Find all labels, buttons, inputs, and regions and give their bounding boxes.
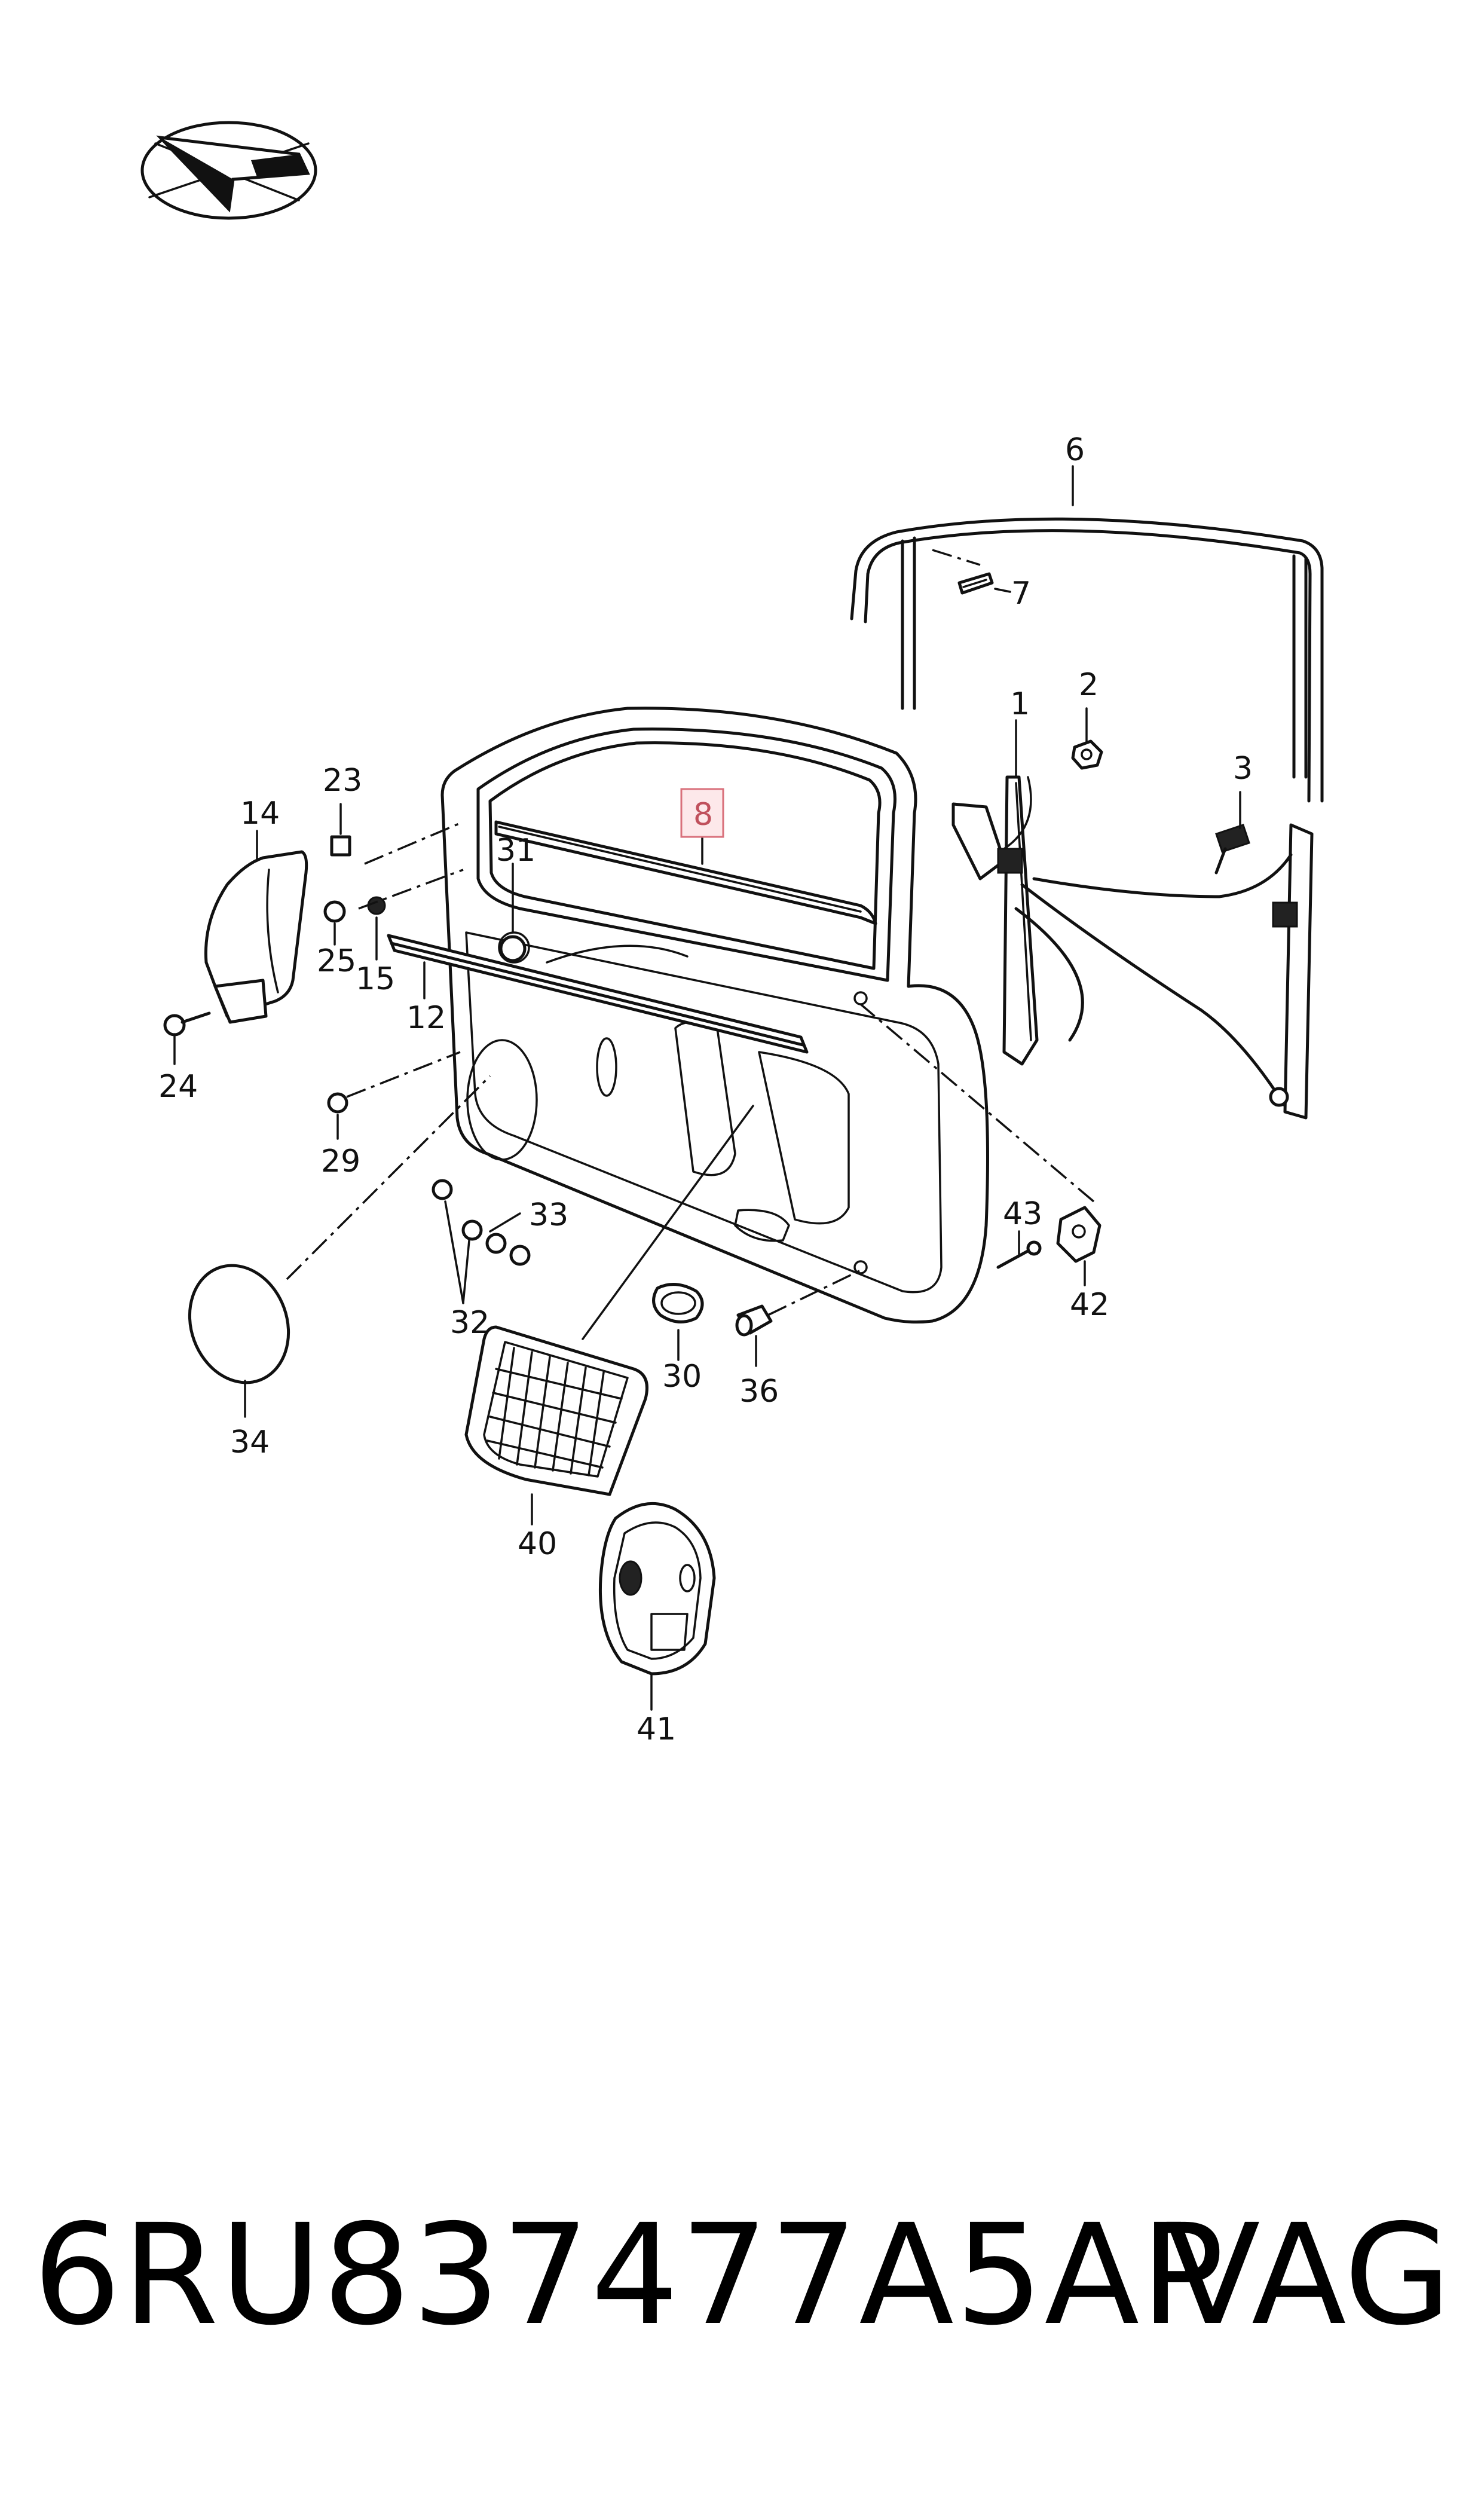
outer-seal-12-part (387, 934, 809, 1054)
callout-1: 1 (1010, 686, 1030, 722)
window-seal-8-part (494, 820, 877, 925)
grommet-30-part (652, 1283, 704, 1361)
callout-31: 31 (496, 833, 536, 869)
fastener-15-part (367, 896, 386, 961)
callout-15: 15 (356, 961, 395, 997)
callout-32: 32 (450, 1305, 489, 1341)
plug-31-part (499, 863, 527, 962)
plugs-32-33-part (432, 1179, 531, 1304)
fastener-23-part (330, 803, 351, 857)
plug-36-part (735, 1269, 861, 1367)
callout-36: 36 (739, 1374, 779, 1410)
callout-33: 33 (529, 1197, 568, 1233)
screw-24-part (163, 1011, 211, 1065)
bracket-42-part (859, 1003, 1101, 1286)
fastener-25-part (323, 900, 346, 946)
callout-8-highlight[interactable]: 8 (680, 788, 724, 838)
callout-8: 8 (693, 797, 713, 833)
nut-2-part (1071, 739, 1103, 770)
callout-40: 40 (518, 1526, 557, 1562)
window-frame-part (850, 517, 1324, 803)
mirror-14-part (204, 850, 308, 1024)
callout-3: 3 (1233, 751, 1253, 787)
rivet-43-part (996, 1230, 1042, 1269)
brand-name: VAG (1165, 2194, 1452, 2356)
callout-34: 34 (230, 1424, 270, 1460)
panel-41-part (598, 1502, 716, 1711)
callout-7: 7 (1011, 576, 1031, 612)
callout-41: 41 (637, 1711, 676, 1747)
callout-23: 23 (323, 763, 362, 799)
panel-40-part (464, 1105, 754, 1526)
callout-29: 29 (321, 1144, 360, 1179)
window-regulator-part (951, 775, 1314, 1120)
callout-14: 14 (240, 796, 280, 831)
bolt-3-part (1214, 824, 1250, 875)
callout-12: 12 (406, 1000, 446, 1036)
cover-34-part (188, 1075, 491, 1418)
callout-6: 6 (1065, 432, 1085, 468)
callout-25: 25 (317, 943, 356, 979)
clip-7-part (932, 549, 1011, 595)
plug-29-part (327, 1051, 461, 1140)
callout-42: 42 (1070, 1287, 1109, 1323)
callout-2: 2 (1079, 667, 1099, 703)
direction-arrow-logo-icon (140, 121, 317, 220)
part-number: 6RU837477A5AP (33, 2194, 1226, 2356)
callout-30: 30 (662, 1359, 702, 1395)
callout-24: 24 (158, 1069, 198, 1105)
callout-43: 43 (1003, 1196, 1042, 1232)
